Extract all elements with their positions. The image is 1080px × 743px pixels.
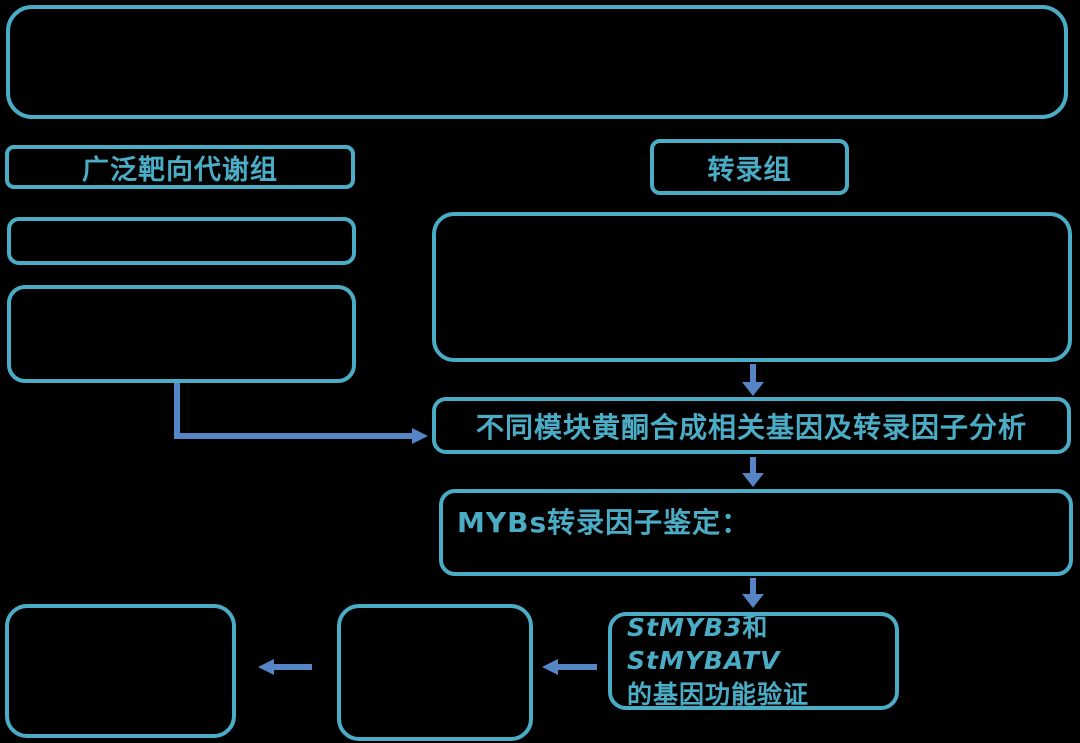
mybs-identification-box: MYBs转录因子鉴定：	[439, 489, 1073, 576]
gene-name-stmybatv: StMYBATV	[627, 646, 781, 676]
down-arrow-icon	[742, 594, 764, 608]
bottom-left-box	[5, 604, 236, 738]
down-arrow-icon	[742, 473, 764, 487]
module-analysis-box: 不同模块黄酮合成相关基因及转录因子分析	[432, 397, 1071, 454]
gene-validation-line1: StMYB3和 StMYBATV	[627, 611, 895, 678]
elbow-connector-horizontal	[174, 433, 414, 439]
down-arrow-icon	[742, 382, 764, 396]
elbow-connector-vertical	[174, 383, 180, 439]
metabolome-label-box: 广泛靶向代谢组	[5, 145, 355, 189]
overview-box	[6, 5, 1068, 119]
left-arrow-icon	[258, 659, 274, 675]
right-arrow-icon	[412, 428, 428, 444]
transcriptome-detail-box	[432, 212, 1072, 362]
left-arrow-icon	[542, 659, 558, 675]
transcriptome-label-box: 转录组	[650, 139, 849, 195]
left-arrow-2-shaft	[272, 664, 312, 670]
metabolome-sub-box-small	[7, 217, 356, 265]
down-arrow-3-shaft	[750, 578, 756, 596]
mybs-identification-label: MYBs转录因子鉴定：	[457, 506, 751, 539]
gene-name-stmyb3: StMYB3	[627, 612, 743, 642]
gene-validation-box: StMYB3和 StMYBATV 的基因功能验证	[608, 612, 899, 710]
transcriptome-label: 转录组	[707, 154, 792, 186]
module-analysis-label: 不同模块黄酮合成相关基因及转录因子分析	[475, 410, 1027, 444]
conjunction-text: 和	[742, 612, 769, 642]
bottom-middle-box	[337, 604, 533, 741]
gene-validation-line2: 的基因功能验证	[627, 679, 810, 709]
metabolome-sub-box-large	[7, 285, 356, 383]
left-arrow-1-shaft	[556, 664, 597, 670]
metabolome-label: 广泛靶向代谢组	[82, 154, 278, 186]
down-arrow-2-shaft	[750, 457, 756, 475]
down-arrow-1-shaft	[750, 364, 756, 384]
